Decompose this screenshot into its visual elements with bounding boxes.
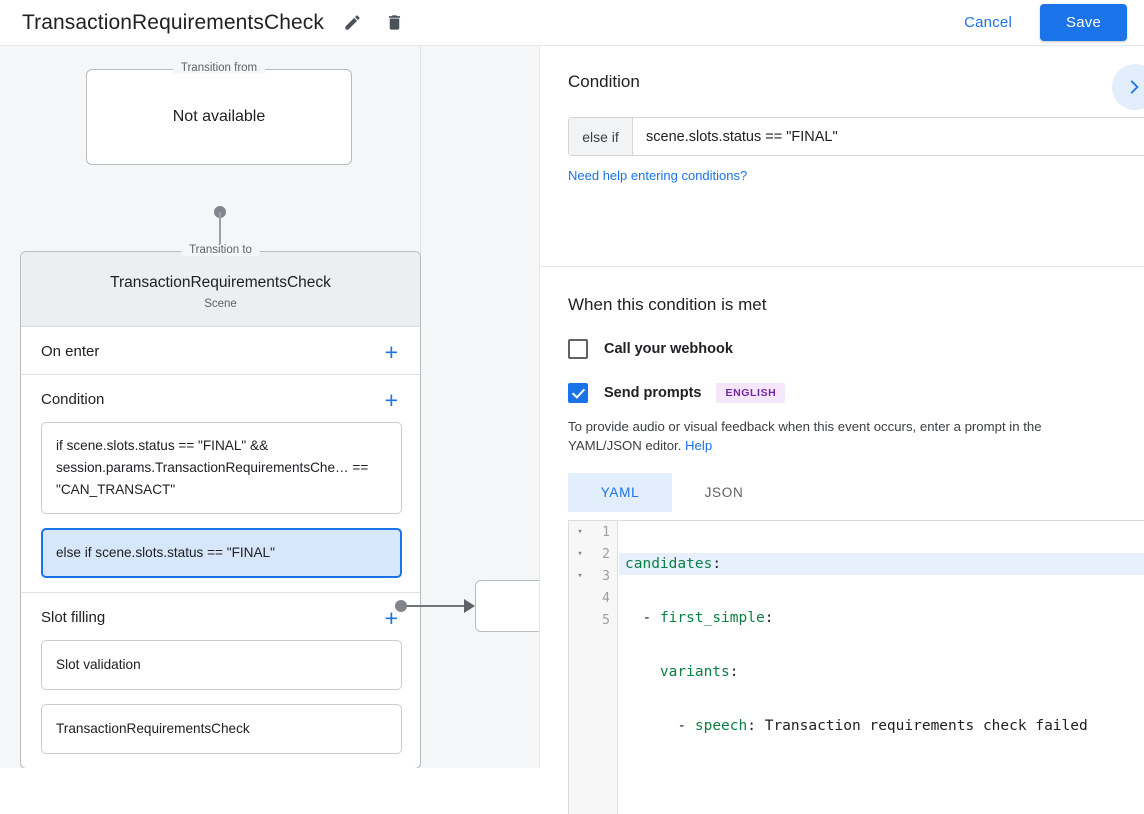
call-webhook-label: Call your webhook [604,341,733,357]
transition-to-subtitle: Scene [204,298,237,310]
next-node-partial[interactable] [475,580,539,632]
section-title-on-enter: On enter [41,343,100,360]
condition-heading: Condition [568,72,640,91]
tab-json[interactable]: JSON [704,485,744,500]
condition-chip-else-if[interactable]: else if scene.slots.status == "FINAL" [41,528,402,578]
code-punct: : [729,664,739,680]
code-dash: - [677,718,695,734]
fold-toggle-icon[interactable]: ▾ [577,527,583,537]
pencil-icon[interactable] [338,9,366,37]
condition-expression-input[interactable]: scene.slots.status == "FINAL" [646,128,838,145]
send-prompts-checkbox[interactable] [568,383,588,403]
code-line [619,769,1144,791]
yaml-code-editor[interactable]: ▾1 ▾2 ▾3 4 5 candidates: - first_simple:… [568,520,1144,814]
cancel-button[interactable]: Cancel [950,6,1026,39]
prompt-help-link[interactable]: Help [685,438,713,453]
line-number: 5 [602,612,610,628]
transition-to-title: TransactionRequirementsCheck [110,274,331,291]
gutter-line: ▾2 [569,543,617,565]
condition-section: Condition else if scene.slots.status == … [541,46,1144,185]
section-condition: Condition + if scene.slots.status == "FI… [21,375,420,593]
transition-from-legend: Transition from [172,62,266,74]
page-title: TransactionRequirementsCheck [22,10,324,34]
edge-line-horizontal [404,605,466,607]
transition-from-node[interactable]: Transition from Not available [86,62,352,165]
line-number: 4 [602,590,610,606]
language-badge: ENGLISH [716,383,786,403]
code-punct: : [712,556,722,572]
editor-format-tabs[interactable]: YAML JSON [568,473,1118,512]
line-number: 3 [602,568,610,584]
section-header: Condition + [21,375,420,422]
code-key: speech [694,718,748,734]
code-key: candidates [625,556,713,572]
condition-input-row[interactable]: else if scene.slots.status == "FINAL" [568,117,1144,156]
edge-arrow-right-icon [464,599,475,613]
gutter-line: 5 [569,609,617,631]
add-on-enter-button[interactable]: + [384,338,398,365]
transition-from-value: Not available [172,108,266,125]
code-indent [625,664,660,680]
code-line: candidates: [619,553,1144,575]
fold-toggle-icon[interactable]: ▾ [577,549,583,559]
editor-gutter: ▾1 ▾2 ▾3 4 5 [569,521,618,814]
code-punct: : [747,718,756,734]
save-button[interactable]: Save [1040,4,1127,41]
transition-to-legend: Transition to [181,244,260,256]
fold-toggle-icon[interactable]: ▾ [577,571,583,581]
section-on-enter: On enter + [21,327,420,375]
edge-branch-dot [395,600,407,612]
webhook-row[interactable]: Call your webhook [568,339,1118,359]
add-condition-button[interactable]: + [384,386,398,413]
main-content: Transition from Not available Transition… [0,46,1144,814]
prompt-description-text: To provide audio or visual feedback when… [568,419,1042,453]
section-title-condition: Condition [41,391,105,408]
code-value: Transaction requirements check failed [755,718,1088,734]
panel-divider [541,266,1144,267]
app-top-bar: TransactionRequirementsCheck Cancel Save [0,0,1144,46]
add-slot-filling-button[interactable]: + [384,604,398,631]
when-condition-met-section: When this condition is met Call your web… [541,267,1144,512]
gutter-line: ▾1 [569,521,617,543]
condition-chip-if[interactable]: if scene.slots.status == "FINAL" && sess… [41,422,402,514]
editor-code-area[interactable]: candidates: - first_simple: variants: - … [619,521,1144,814]
call-webhook-checkbox[interactable] [568,339,588,359]
slot-chip-validation[interactable]: Slot validation [41,640,402,690]
code-dash: - [642,610,660,626]
code-punct: : [764,610,774,626]
prompt-description: To provide audio or visual feedback when… [568,417,1118,455]
code-line: variants: [619,661,1144,683]
transition-to-header: Transition to TransactionRequirementsChe… [21,244,420,327]
trash-icon[interactable] [380,9,408,37]
section-header: On enter + [21,327,420,374]
line-number: 2 [602,546,610,562]
transition-to-node[interactable]: Transition to TransactionRequirementsChe… [20,244,421,768]
chevron-right-icon[interactable] [1112,64,1144,110]
edge-line-vertical [219,212,221,260]
condition-help-link[interactable]: Need help entering conditions? [568,168,748,183]
send-prompts-row[interactable]: Send prompts ENGLISH [568,383,1118,403]
gutter-line: ▾3 [569,565,617,587]
condition-prefix-label: else if [569,118,633,155]
slot-chip-transaction-requirements-check[interactable]: TransactionRequirementsCheck [41,704,402,754]
line-number: 1 [602,524,610,540]
send-prompts-label: Send prompts [604,385,702,401]
code-key: first_simple [659,610,765,626]
section-header: Slot filling + [21,593,420,640]
code-line: - first_simple: [619,607,1144,629]
tab-yaml[interactable]: YAML [568,473,672,512]
section-slot-filling: Slot filling + Slot validation Transacti… [21,593,420,754]
code-indent [625,718,677,734]
gutter-line: 4 [569,587,617,609]
section-title-slot-filling: Slot filling [41,609,106,626]
scene-graph-panel[interactable]: Transition from Not available Transition… [0,46,540,768]
code-indent [625,610,642,626]
code-line: - speech: Transaction requirements check… [619,715,1144,737]
top-bar-actions: Cancel Save [950,4,1144,41]
code-key: variants [659,664,730,680]
when-met-heading: When this condition is met [568,295,767,314]
